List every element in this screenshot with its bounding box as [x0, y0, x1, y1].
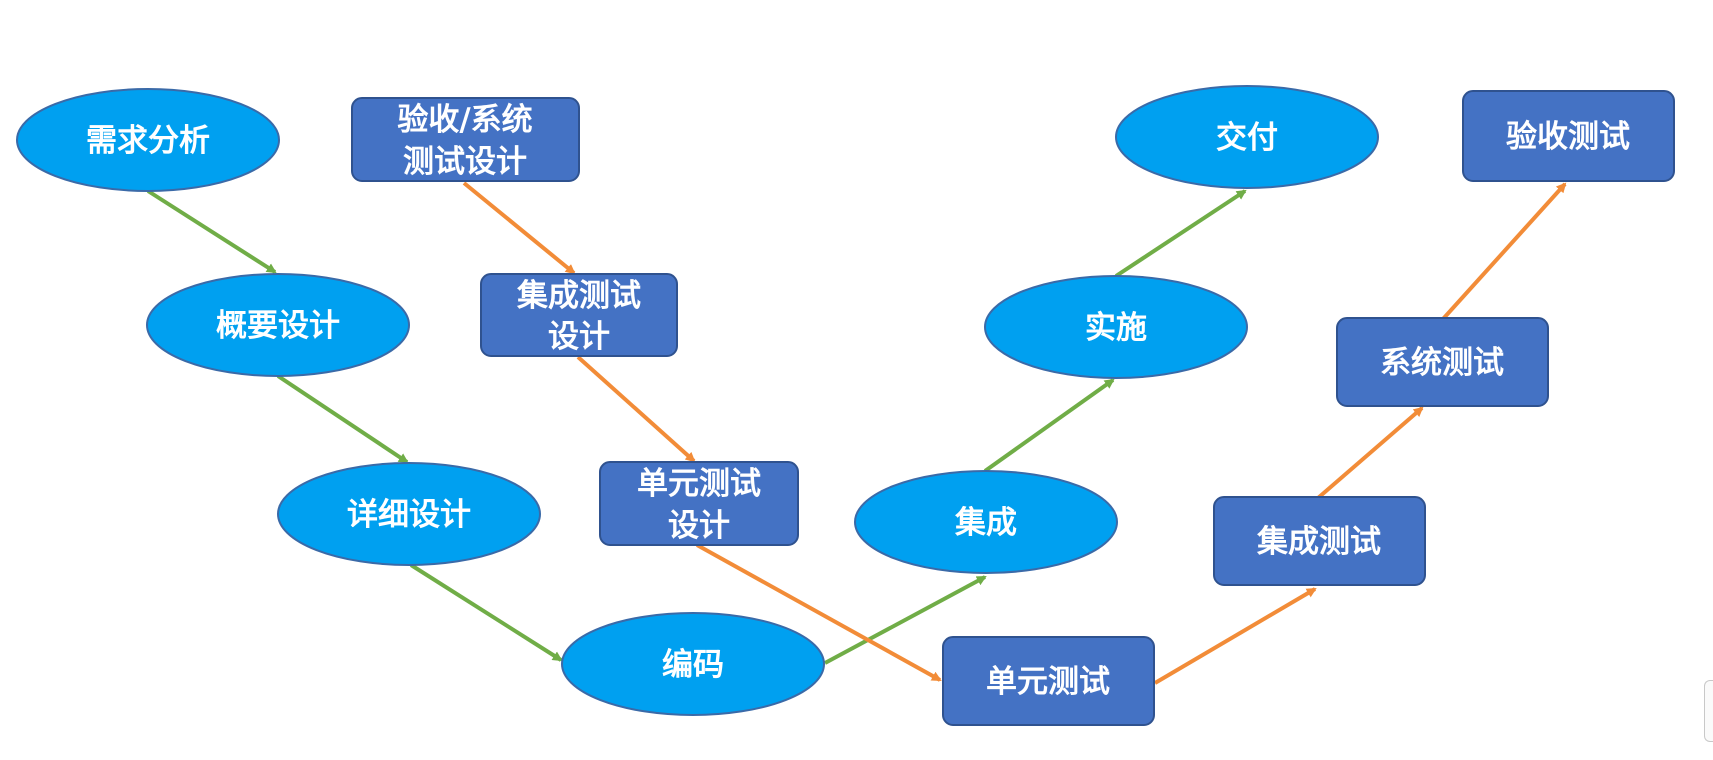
node-unit-test-design: 单元测试 设计 [599, 461, 799, 546]
node-label: 编码 [662, 647, 724, 683]
node-acceptance-system-test-design: 验收/系统 测试设计 [351, 97, 580, 182]
node-label-line-2: 设计 [668, 508, 730, 544]
node-label: 详细设计 [347, 497, 471, 533]
node-label: 集成测试 [1256, 524, 1381, 560]
edge-scroll-tab[interactable] [1704, 680, 1713, 742]
node-label-line-1: 验收/系统 [397, 102, 532, 138]
node-label: 概要设计 [216, 308, 340, 344]
arrow-coding-to-integration [824, 575, 987, 665]
development-arrows [146, 189, 1247, 665]
arrow-detailed-to-coding [409, 563, 563, 662]
node-label-line-1: 单元测试 [637, 466, 761, 502]
node-detailed-design: 详细设计 [277, 462, 541, 566]
arrow-unit-test-to-integration-test [1153, 587, 1317, 685]
arrow-unit-design-to-unit-test [696, 543, 942, 682]
arrow-acceptance-design-to-integration-design [462, 181, 576, 275]
node-label: 单元测试 [986, 664, 1110, 700]
node-integration-test: 集成测试 [1213, 496, 1426, 586]
node-implementation: 实施 [984, 275, 1248, 379]
arrow-integration-test-to-system-test [1316, 406, 1424, 500]
arrow-integration-to-implementation [983, 378, 1115, 473]
node-acceptance-test: 验收测试 [1462, 90, 1675, 182]
node-requirements-analysis: 需求分析 [16, 88, 280, 192]
node-label: 需求分析 [86, 123, 210, 159]
node-label: 交付 [1216, 120, 1278, 156]
node-label-line-2: 测试设计 [403, 144, 527, 180]
node-delivery: 交付 [1115, 85, 1379, 189]
arrow-integration-design-to-unit-design [576, 355, 696, 463]
node-system-test: 系统测试 [1336, 317, 1549, 407]
node-integration: 集成 [854, 470, 1118, 574]
node-label-line-1: 集成测试 [516, 278, 641, 314]
node-unit-test: 单元测试 [942, 636, 1155, 726]
node-coding: 编码 [561, 612, 825, 716]
testing-arrows [462, 181, 1567, 685]
node-label: 验收测试 [1506, 119, 1630, 155]
node-integration-test-design: 集成测试 设计 [480, 273, 678, 357]
node-label: 系统测试 [1380, 345, 1504, 381]
node-label-line-2: 设计 [548, 319, 610, 355]
arrow-implementation-to-delivery [1114, 189, 1247, 278]
node-outline-design: 概要设计 [146, 273, 410, 377]
arrow-requirements-to-outline [146, 189, 277, 274]
arrow-outline-to-detailed [276, 374, 409, 464]
node-label: 集成 [954, 505, 1017, 541]
node-label: 实施 [1085, 310, 1147, 346]
arrow-system-test-to-acceptance-test [1441, 182, 1567, 321]
